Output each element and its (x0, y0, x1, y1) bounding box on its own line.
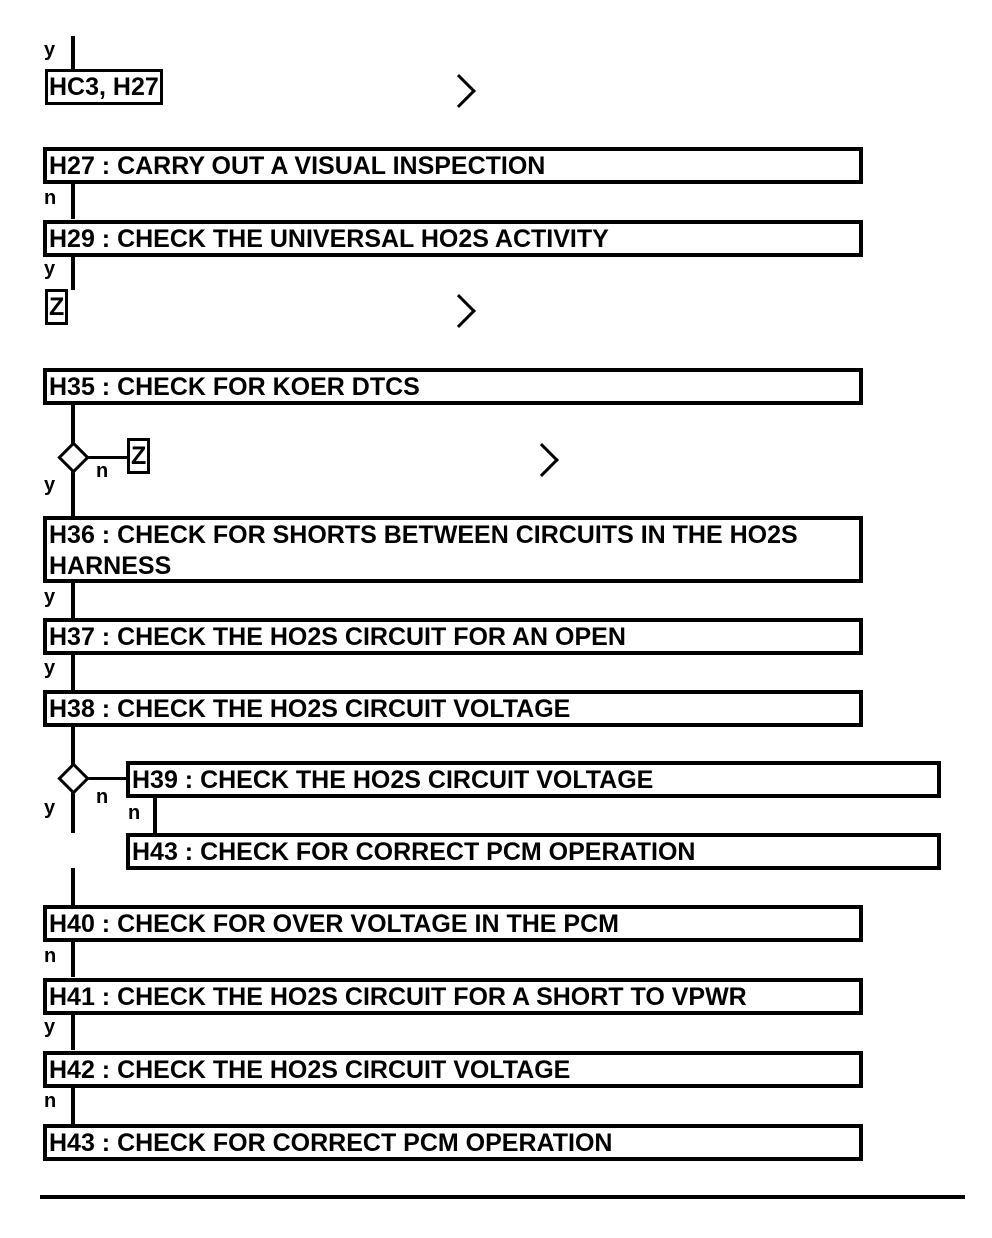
branch-label-no: n (128, 802, 141, 824)
branch-label-yes: y (44, 1016, 56, 1038)
connector-line (71, 654, 75, 690)
connector-line (71, 256, 75, 290)
step-box-h29: H29 : CHECK THE UNIVERSAL HO2S ACTIVITY (43, 220, 863, 257)
step-box-h27: H27 : CARRY OUT A VISUAL INSPECTION (43, 147, 863, 184)
step-box-h35: H35 : CHECK FOR KOER DTCS (43, 368, 863, 405)
chevron-right-icon (442, 74, 476, 108)
connector-line (71, 582, 75, 618)
decision-diamond (57, 441, 90, 474)
connector-line (153, 797, 157, 833)
step-box-h40: H40 : CHECK FOR OVER VOLTAGE IN THE PCM (43, 905, 863, 942)
connector-line (71, 868, 75, 905)
step-box-h39: H39 : CHECK THE HO2S CIRCUIT VOLTAGE (126, 761, 941, 798)
reference-tag: Z (45, 289, 69, 325)
reference-tag: HC3, H27 (45, 69, 163, 105)
branch-label-yes: y (44, 474, 56, 496)
step-box-h36: H36 : CHECK FOR SHORTS BETWEEN CIRCUITS … (43, 516, 863, 583)
chevron-right-icon (525, 443, 559, 477)
connector-line (71, 1014, 75, 1050)
connector-line (88, 777, 128, 780)
step-box-h41: H41 : CHECK THE HO2S CIRCUIT FOR A SHORT… (43, 978, 863, 1015)
divider (40, 1195, 965, 1199)
branch-label-yes: y (44, 258, 56, 280)
branch-label-no: n (96, 460, 109, 482)
decision-diamond (57, 762, 90, 795)
step-box-h38: H38 : CHECK THE HO2S CIRCUIT VOLTAGE (43, 690, 863, 727)
connector-line (71, 1087, 75, 1124)
branch-label-yes: y (44, 797, 56, 819)
connector-line (71, 36, 75, 70)
branch-label-yes: y (44, 39, 56, 61)
step-box-h42: H42 : CHECK THE HO2S CIRCUIT VOLTAGE (43, 1051, 863, 1088)
branch-label-no: n (44, 945, 57, 967)
reference-tag: Z (127, 438, 151, 474)
connector-line (71, 941, 75, 977)
connector-line (88, 456, 128, 459)
branch-label-no: n (44, 1090, 57, 1112)
step-box-h37: H37 : CHECK THE HO2S CIRCUIT FOR AN OPEN (43, 618, 863, 655)
step-box-h43: H43 : CHECK FOR CORRECT PCM OPERATION (126, 833, 941, 870)
branch-label-no: n (96, 786, 109, 808)
step-box-h43-final: H43 : CHECK FOR CORRECT PCM OPERATION (43, 1124, 863, 1161)
chevron-right-icon (442, 294, 476, 328)
branch-label-yes: y (44, 657, 56, 679)
branch-label-no: n (44, 187, 57, 209)
branch-label-yes: y (44, 586, 56, 608)
connector-line (71, 183, 75, 219)
